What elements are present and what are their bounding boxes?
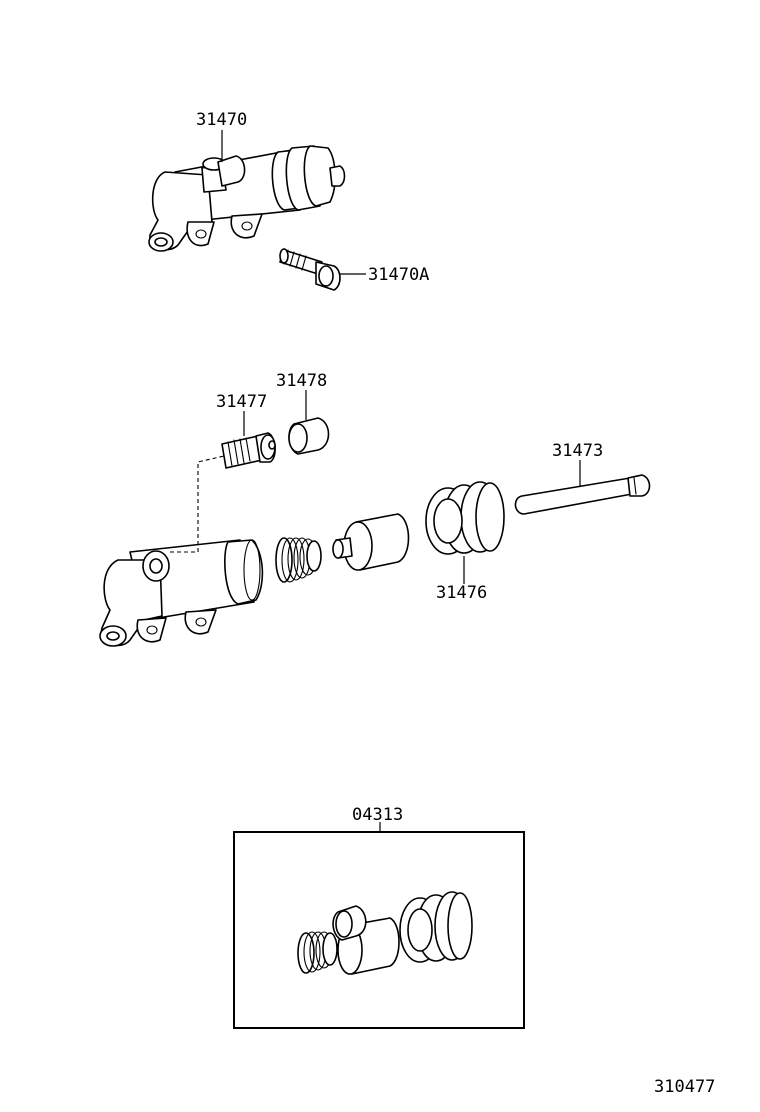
push-rod-31473 [514, 474, 651, 515]
spring [275, 537, 322, 583]
label-31473: 31473 [552, 441, 603, 461]
cylinder-body [99, 539, 264, 647]
boot-31476 [425, 481, 505, 555]
bleeder-screw-31477 [221, 432, 276, 469]
bolt-31470a [279, 248, 341, 291]
diagram-id: 310477 [654, 1077, 715, 1097]
cap-31478 [288, 417, 330, 455]
label-31477: 31477 [216, 392, 267, 412]
repair-kit-parts [297, 891, 473, 975]
label-04313: 04313 [352, 805, 403, 825]
piston [332, 513, 410, 571]
label-31470a: 31470A [368, 265, 429, 285]
label-31470: 31470 [196, 110, 247, 130]
label-31478: 31478 [276, 371, 327, 391]
label-31476: 31476 [436, 583, 487, 603]
release-cylinder-assembly [148, 145, 346, 252]
